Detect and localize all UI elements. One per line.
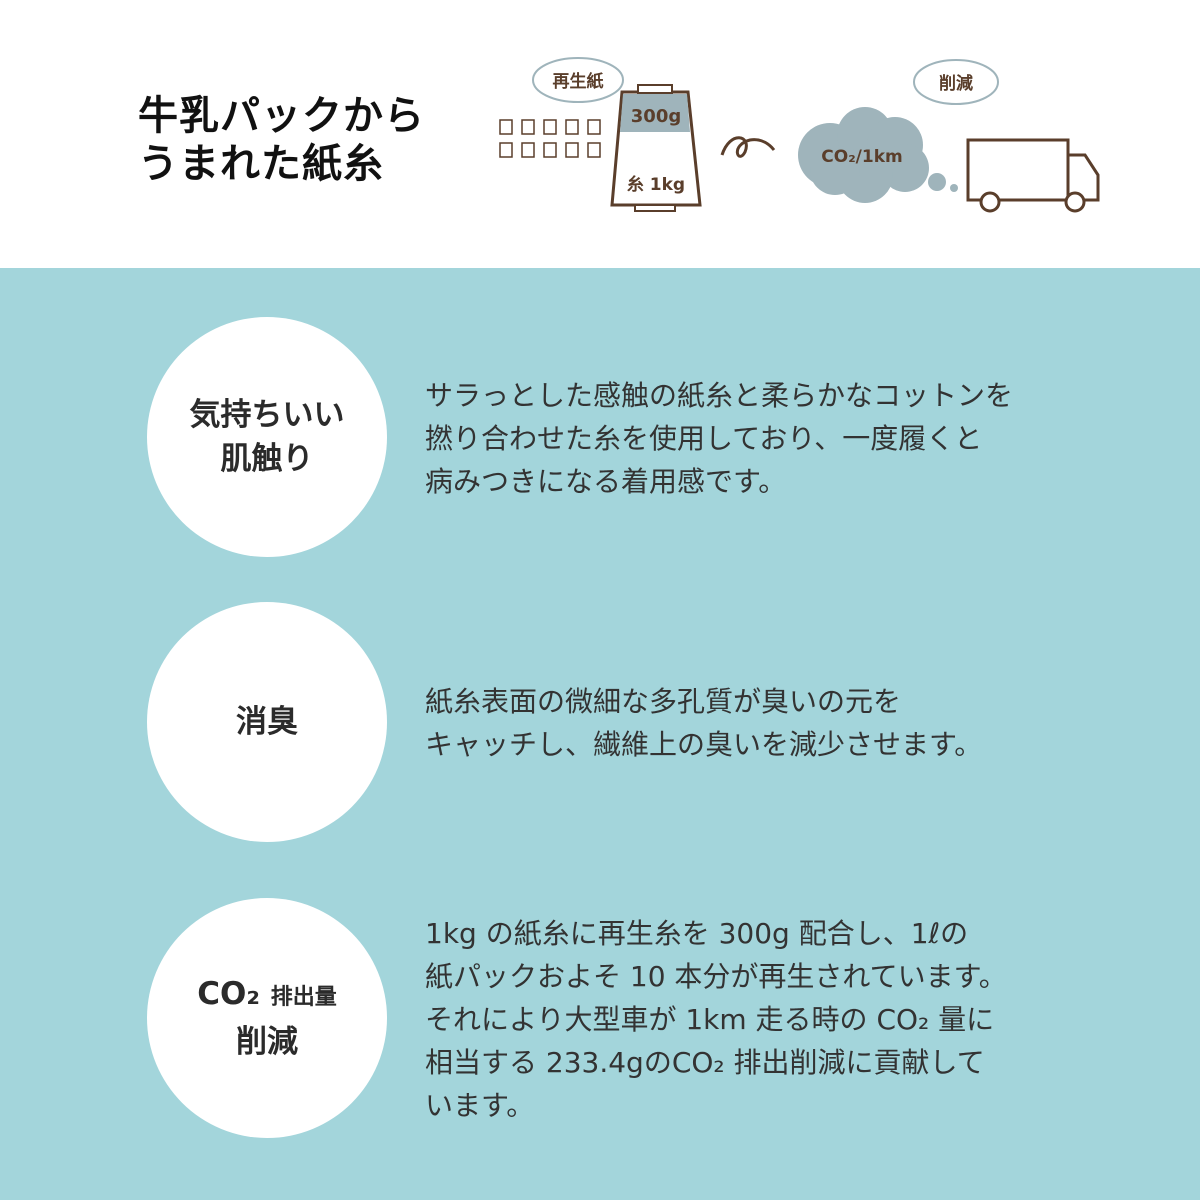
spool-top-label: 300g: [631, 106, 681, 127]
feature-description-comfort: サラっとした感触の紙糸と柔らかなコットンを 撚り合わせた糸を使用しており、一度履…: [425, 379, 1014, 498]
bubble-reduction: 削減: [913, 59, 999, 105]
badge-co2: CO₂: [197, 976, 260, 1012]
header-band: 牛乳パックから うまれた紙糸 再生紙 300g 糸 1kg 削減 CO₂/1km: [0, 0, 1200, 268]
feature-badge-deodorant: 消臭: [147, 602, 387, 842]
loop-arrow-icon: [720, 136, 776, 158]
truck-icon: [966, 138, 1100, 213]
title-line-1: 牛乳パックから: [138, 93, 425, 139]
cloud-label: CO₂/1km: [821, 147, 902, 167]
co2-cloud-icon: CO₂/1km: [798, 107, 958, 203]
badge-label-line-1: CO₂ 排出量: [197, 972, 337, 1020]
badge-label-line-2: 削減: [236, 1024, 298, 1060]
feature-badge-comfort: 気持ちいい 肌触り: [147, 317, 387, 557]
feature-description-deodorant: 紙糸表面の微細な多孔質が臭いの元を キャッチし、繊維上の臭いを減少させます。: [425, 685, 983, 761]
feature-badge-co2: CO₂ 排出量 削減: [147, 898, 387, 1138]
bubble-right-label: 削減: [939, 73, 973, 94]
spool-bottom-label: 糸 1kg: [627, 174, 685, 195]
badge-small-label: 排出量: [270, 985, 337, 1010]
feature-description-co2: 1kg の紙糸に再生糸を 300g 配合し、1ℓの 紙パックおよそ 10 本分が…: [425, 917, 1007, 1122]
title-line-2: うまれた紙糸: [138, 141, 384, 187]
badge-label-line-1: 気持ちいい: [189, 397, 345, 433]
bubble-left-label: 再生紙: [553, 71, 604, 92]
yarn-spool-icon: 300g 糸 1kg: [610, 84, 702, 212]
badge-label-line-2: 肌触り: [220, 441, 314, 477]
badge-label: 消臭: [236, 704, 298, 740]
page-title: 牛乳パックから うまれた紙糸: [138, 92, 425, 188]
bubble-recycled-paper: 再生紙: [532, 57, 624, 103]
milk-carton-icons: [499, 119, 601, 158]
recycling-illustration: 再生紙 300g 糸 1kg 削減 CO₂/1km: [499, 57, 1100, 213]
